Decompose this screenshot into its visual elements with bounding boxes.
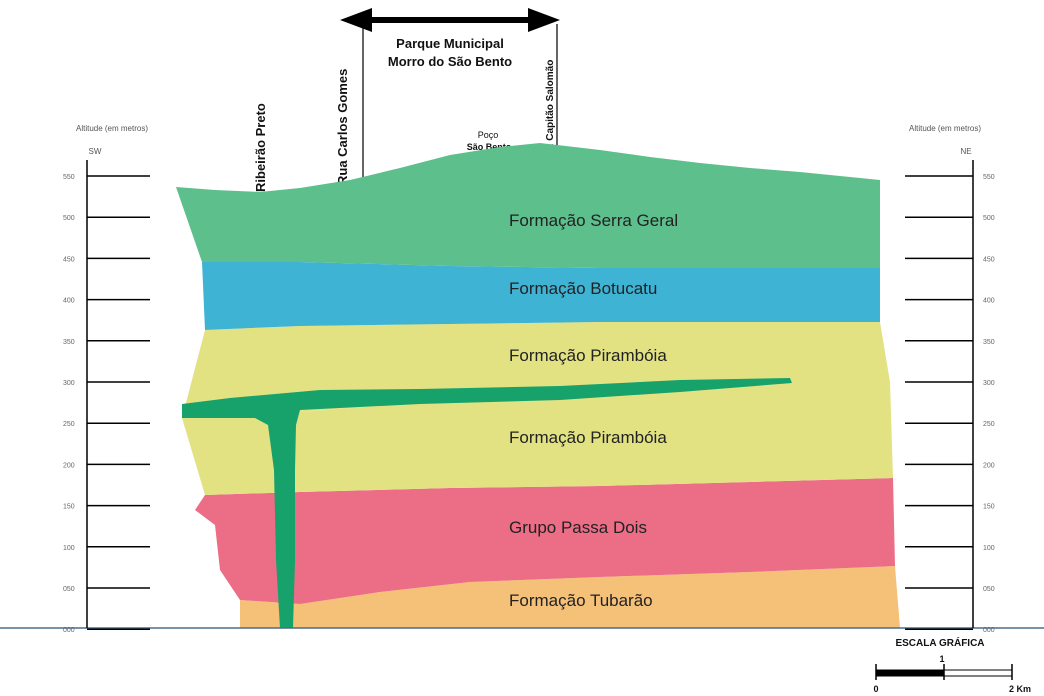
altitude-axis-left: 550 500 450 400 350 300 250 200 150 100 050 000 (63, 160, 150, 634)
altitude-tick-label-right: 500 (983, 215, 995, 222)
location-label-av-capitao-salomao: Av. Capitão Salomão (545, 60, 556, 158)
altitude-axis-left-title: Altitude (em metros) (76, 124, 148, 133)
altitude-tick-label-left: 400 (63, 298, 75, 305)
altitude-tick-label-left: 150 (63, 504, 75, 511)
altitude-tick-label-right: 000 (983, 627, 995, 634)
altitude-tick-label-right: 150 (983, 504, 995, 511)
scale-end-label: 2 Km (1009, 684, 1031, 694)
altitude-tick-label-right: 250 (983, 421, 995, 428)
altitude-tick-label-left: 200 (63, 462, 75, 469)
scale-start-label: 0 (873, 684, 878, 694)
altitude-tick-label-left: 300 (63, 380, 75, 387)
altitude-tick-label-left: 350 (63, 339, 75, 346)
altitude-tick-label-right: 050 (983, 586, 995, 593)
altitude-tick-label-right: 100 (983, 545, 995, 552)
location-label-ribeirao-preto: Ribeirão Preto (253, 103, 268, 192)
altitude-tick-label-left: 250 (63, 421, 75, 428)
layer-label-formacao-tubarao: Formação Tubarão (509, 591, 653, 610)
layer-label-formacao-serra-geral: Formação Serra Geral (509, 211, 678, 230)
park-extent-arrow (340, 8, 560, 32)
altitude-tick-label-right: 450 (983, 256, 995, 263)
altitude-tick-label-right: 350 (983, 339, 995, 346)
altitude-tick-label-right: 200 (983, 462, 995, 469)
altitude-tick-label-right: 400 (983, 298, 995, 305)
scale-title: ESCALA GRÁFICA (895, 636, 984, 649)
altitude-tick-label-left: 450 (63, 256, 75, 263)
layer-formacao-serra-geral (176, 143, 880, 268)
scale-mid-label: 1 (939, 654, 944, 664)
altitude-tick-label-left: 100 (63, 545, 75, 552)
layer-label-formacao-piramboia-lower: Formação Pirambóia (509, 428, 667, 447)
altitude-tick-label-left: 000 (63, 627, 75, 634)
layer-label-grupo-passa-dois: Grupo Passa Dois (509, 518, 647, 537)
layer-label-formacao-piramboia-upper: Formação Pirambóia (509, 346, 667, 365)
altitude-axis-left-direction: SW (89, 147, 102, 156)
altitude-tick-label-left: 500 (63, 215, 75, 222)
altitude-tick-label-left: 050 (63, 586, 75, 593)
altitude-axis-right-title: Altitude (em metros) (909, 124, 981, 133)
layer-label-formacao-botucatu: Formação Botucatu (509, 279, 657, 298)
altitude-tick-label-right: 300 (983, 380, 995, 387)
altitude-axis-right-direction: NE (960, 147, 971, 156)
altitude-tick-label-right: 550 (983, 174, 995, 181)
park-name-line1: Parque Municipal (396, 36, 504, 51)
park-name-line2: Morro do São Bento (388, 54, 512, 69)
altitude-tick-label-left: 550 (63, 174, 75, 181)
scale-bar (876, 664, 1012, 680)
altitude-axis-right: 550 500 450 400 350 300 250 200 150 100 050 000 (905, 160, 995, 634)
well-label-line1: Poço (478, 130, 499, 140)
location-label-rua-carlos-gomes: Rua Carlos Gomes (335, 69, 350, 185)
